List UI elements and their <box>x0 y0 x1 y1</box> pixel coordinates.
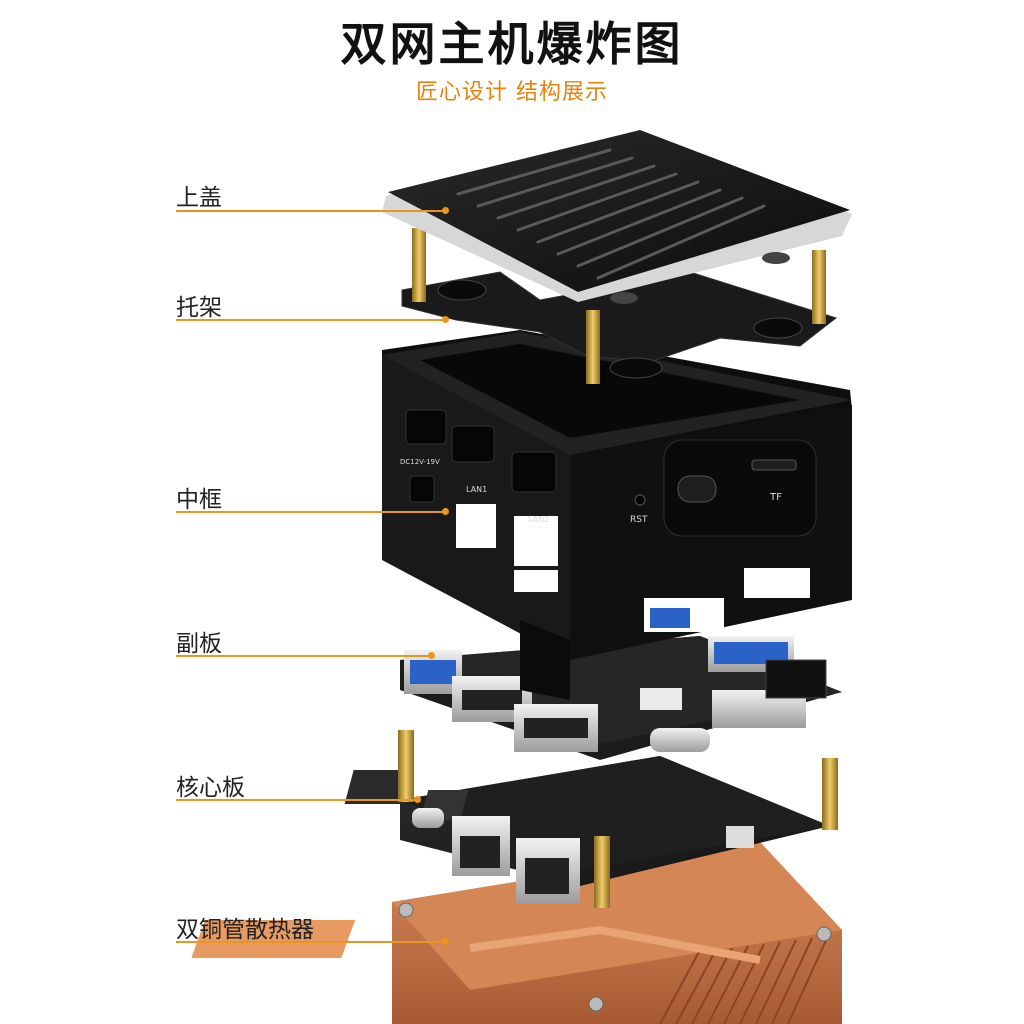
bracket-standoff-front <box>586 310 600 384</box>
page-title: 双网主机爆炸图 <box>340 17 684 71</box>
leader-dot-bracket <box>442 316 449 323</box>
core-board <box>344 730 838 908</box>
middle-frame: DC12V-19V LAN1 LAN2 RST TF <box>382 330 852 700</box>
rj45-jack-1 <box>452 816 510 876</box>
dc-port-label: DC12V-19V <box>400 458 440 466</box>
leader-dot-heatsink <box>442 938 449 945</box>
leader-line-top-cover <box>176 210 446 212</box>
heatsink <box>191 842 842 1024</box>
leader-line-sub-board <box>176 655 432 657</box>
leader-line-middle-frame <box>176 511 446 513</box>
standoff-left <box>398 730 414 802</box>
tf-slot-label: TF <box>769 492 782 503</box>
page-subtitle: 匠心设计 结构展示 <box>416 80 608 105</box>
reset-label: RST <box>630 515 648 525</box>
leader-dot-sub-board <box>428 652 435 659</box>
standoff-right <box>822 758 838 830</box>
leader-dot-core-board <box>414 796 421 803</box>
leader-dot-middle-frame <box>442 508 449 515</box>
rj45-jack-2 <box>516 838 580 904</box>
leader-line-core-board <box>176 799 418 801</box>
label-bracket: 托架 <box>176 295 222 321</box>
label-middle-frame: 中框 <box>176 487 222 513</box>
hdmi-port-2 <box>514 704 598 752</box>
label-heatsink: 双铜管散热器 <box>176 917 314 943</box>
bracket-standoff-right <box>812 250 826 324</box>
label-top-cover: 上盖 <box>176 185 222 211</box>
standoff-front <box>594 836 610 908</box>
sub-board <box>400 636 842 760</box>
leader-line-bracket <box>176 319 446 321</box>
top-cover <box>382 130 852 304</box>
lan1-label: LAN1 <box>466 485 487 494</box>
leader-line-heatsink <box>176 941 446 943</box>
bracket <box>401 228 838 384</box>
label-core-board: 核心板 <box>176 775 245 801</box>
lan2-label: LAN2 <box>528 515 549 524</box>
leader-dot-top-cover <box>442 207 449 214</box>
bracket-standoff-left <box>412 228 426 302</box>
label-sub-board: 副板 <box>176 631 222 657</box>
